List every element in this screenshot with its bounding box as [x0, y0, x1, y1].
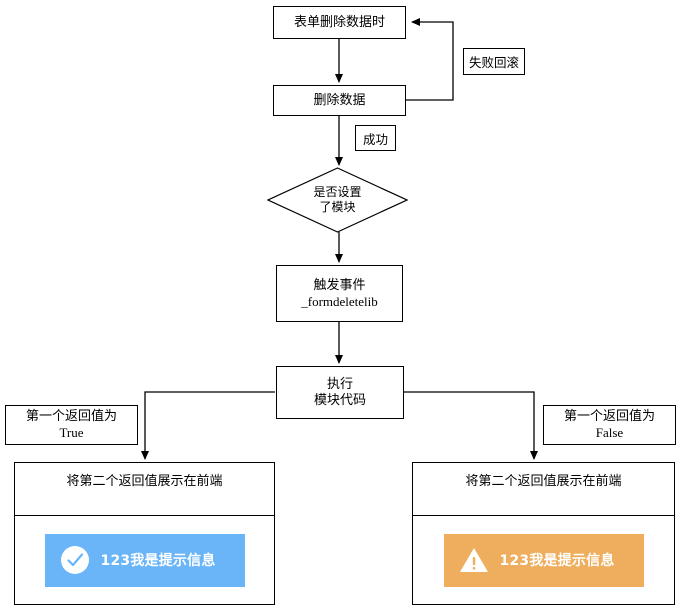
node-start[interactable]: 表单删除数据时	[273, 6, 406, 39]
panel-result-warning-body: 123我是提示信息	[413, 516, 674, 604]
edge-label-rollback-text: 失败回滚	[468, 55, 519, 70]
toast-warning-message: 123我是提示信息	[499, 553, 615, 569]
warning-triangle-icon	[459, 548, 488, 572]
edge-rollback-loop	[406, 18, 454, 101]
panel-result-success-header-text: 将第二个返回值展示在前端	[66, 474, 223, 489]
edge-execute-false-branch	[404, 391, 538, 460]
edge-label-success-text: 成功	[362, 131, 388, 147]
node-delete-data[interactable]: 删除数据	[273, 85, 406, 116]
node-start-label: 表单删除数据时	[293, 14, 385, 30]
node-trigger-event-line-1: 触发事件	[313, 277, 366, 293]
toast-warning[interactable]: 123我是提示信息	[443, 533, 644, 587]
panel-result-success-body: 123我是提示信息	[15, 516, 274, 604]
panel-result-success-header: 将第二个返回值展示在前端	[15, 463, 274, 516]
return-false-line-2: False	[595, 425, 624, 440]
panel-result-warning-header: 将第二个返回值展示在前端	[413, 463, 674, 516]
toast-success-message: 123我是提示信息	[100, 553, 216, 569]
node-execute-line-2: 模块代码	[313, 392, 366, 408]
node-delete-data-label: 删除数据	[313, 92, 366, 108]
edge-label-success: 成功	[355, 125, 396, 151]
node-decision-module[interactable]: 是否设置 了模块	[267, 167, 408, 233]
node-execute-line-1: 执行	[326, 376, 353, 392]
diamond-shape	[267, 167, 408, 233]
panel-result-success[interactable]: 将第二个返回值展示在前端 123我是提示信息	[14, 462, 275, 605]
panel-result-warning-header-text: 将第二个返回值展示在前端	[465, 474, 622, 489]
edge-execute-true-branch	[141, 391, 275, 460]
check-circle-icon	[60, 546, 89, 574]
edge-label-rollback: 失败回滚	[463, 48, 525, 75]
panel-result-warning[interactable]: 将第二个返回值展示在前端 123我是提示信息	[412, 462, 675, 605]
node-trigger-event[interactable]: 触发事件 _formdeletelib	[276, 265, 403, 322]
edge-label-return-false: 第一个返回值为 False	[543, 405, 676, 445]
return-true-line-1: 第一个返回值为	[25, 409, 117, 424]
node-execute-module-code[interactable]: 执行 模块代码	[276, 366, 404, 419]
node-trigger-event-line-2: _formdeletelib	[301, 293, 378, 309]
toast-success[interactable]: 123我是提示信息	[44, 533, 245, 587]
return-true-line-2: True	[59, 425, 84, 440]
return-false-line-1: 第一个返回值为	[563, 409, 655, 424]
edge-label-return-true: 第一个返回值为 True	[5, 405, 138, 445]
